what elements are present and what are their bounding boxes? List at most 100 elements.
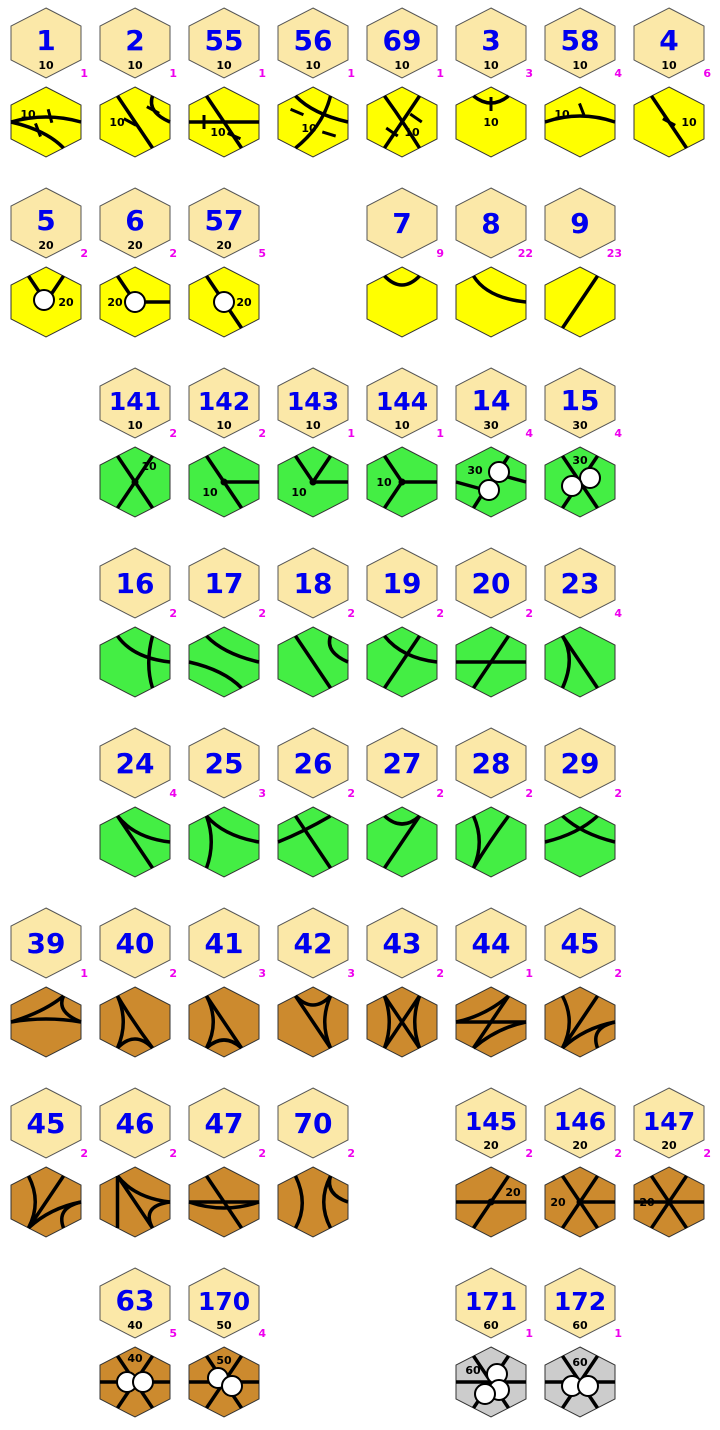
tile-label-24[interactable]: 244 [99,727,177,800]
tile-label-39[interactable]: 391 [10,907,88,980]
tile-art-45[interactable] [544,986,616,1058]
tile-label-43[interactable]: 432 [366,907,444,980]
tile-art-3[interactable]: 10 [455,86,527,158]
tile-art-4[interactable]: 10 [633,86,705,158]
tile-art-7[interactable] [366,266,438,338]
tile-art-69[interactable]: 10 [366,86,438,158]
tile-art-16[interactable] [99,626,171,698]
tile-label-44[interactable]: 441 [455,907,533,980]
tile-art-39[interactable] [10,986,82,1058]
tile-label-8[interactable]: 822 [455,187,533,260]
tile-art-42[interactable] [277,986,349,1058]
tile-label-42[interactable]: 423 [277,907,355,980]
tile-label-40[interactable]: 402 [99,907,177,980]
tile-art-41[interactable] [188,986,260,1058]
tile-art-24[interactable] [99,806,171,878]
tile-art-141[interactable]: 10 [99,446,171,518]
tile-art-143[interactable]: 10 [277,446,349,518]
tile-art-40[interactable] [99,986,171,1058]
tile-art-17[interactable] [188,626,260,698]
tile-label-29[interactable]: 292 [544,727,622,800]
tile-label-70[interactable]: 702 [277,1087,355,1160]
tile-label-41[interactable]: 413 [188,907,266,980]
tile-art-2[interactable]: 10 [99,86,171,158]
tile-label-45[interactable]: 452 [10,1087,88,1160]
tile-label-16[interactable]: 162 [99,547,177,620]
tile-art-23[interactable] [544,626,616,698]
tile-art-57[interactable]: 20 [188,266,260,338]
tile-art-5[interactable]: 20 [10,266,82,338]
tile-art-8[interactable] [455,266,527,338]
tile-art-26[interactable] [277,806,349,878]
tile-art-27[interactable] [366,806,438,878]
tile-art-29[interactable] [544,806,616,878]
tile-art-1[interactable]: 10 [10,86,82,158]
tile-art-45[interactable] [10,1166,82,1238]
tile-art-25[interactable] [188,806,260,878]
tile-label-27[interactable]: 272 [366,727,444,800]
tile-art-58[interactable]: 10 [544,86,616,158]
tile-label-9[interactable]: 923 [544,187,622,260]
tile-art-14[interactable]: 30 [455,446,527,518]
tile-art-171[interactable]: 60 [455,1346,527,1418]
tile-art-44[interactable] [455,986,527,1058]
tile-art-144[interactable]: 10 [366,446,438,518]
tile-art-170[interactable]: 50 [188,1346,260,1418]
tile-art-28[interactable] [455,806,527,878]
tile-art-46[interactable] [99,1166,171,1238]
tile-art-18[interactable] [277,626,349,698]
tile-art-147[interactable]: 20 [633,1166,705,1238]
tile-label-19[interactable]: 192 [366,547,444,620]
tile-label-46[interactable]: 462 [99,1087,177,1160]
tile-label-45[interactable]: 452 [544,907,622,980]
tile-label-25[interactable]: 253 [188,727,266,800]
tile-label-26[interactable]: 262 [277,727,355,800]
tile-art-142[interactable]: 10 [188,446,260,518]
tile-art-70[interactable] [277,1166,349,1238]
tile-label-7[interactable]: 79 [366,187,444,260]
tile-label-17[interactable]: 172 [188,547,266,620]
tile-art-19[interactable] [366,626,438,698]
tile-art-56[interactable]: 10 [277,86,349,158]
tile-art-172[interactable]: 60 [544,1346,616,1418]
tile-art-47[interactable] [188,1166,260,1238]
tile-label-20[interactable]: 202 [455,547,533,620]
tile-art-9[interactable] [544,266,616,338]
tile-art-145[interactable]: 20 [455,1166,527,1238]
tile-art-63[interactable]: 40 [99,1346,171,1418]
tile-label-23[interactable]: 234 [544,547,622,620]
tile-art-43[interactable] [366,986,438,1058]
tile-art-55[interactable]: 10 [188,86,260,158]
tile-art-6[interactable]: 20 [99,266,171,338]
tile-label-28[interactable]: 282 [455,727,533,800]
tile-label-18[interactable]: 182 [277,547,355,620]
tile-art-15[interactable]: 30 [544,446,616,518]
tile-label-47[interactable]: 472 [188,1087,266,1160]
tile-art-20[interactable] [455,626,527,698]
tile-art-146[interactable]: 20 [544,1166,616,1238]
